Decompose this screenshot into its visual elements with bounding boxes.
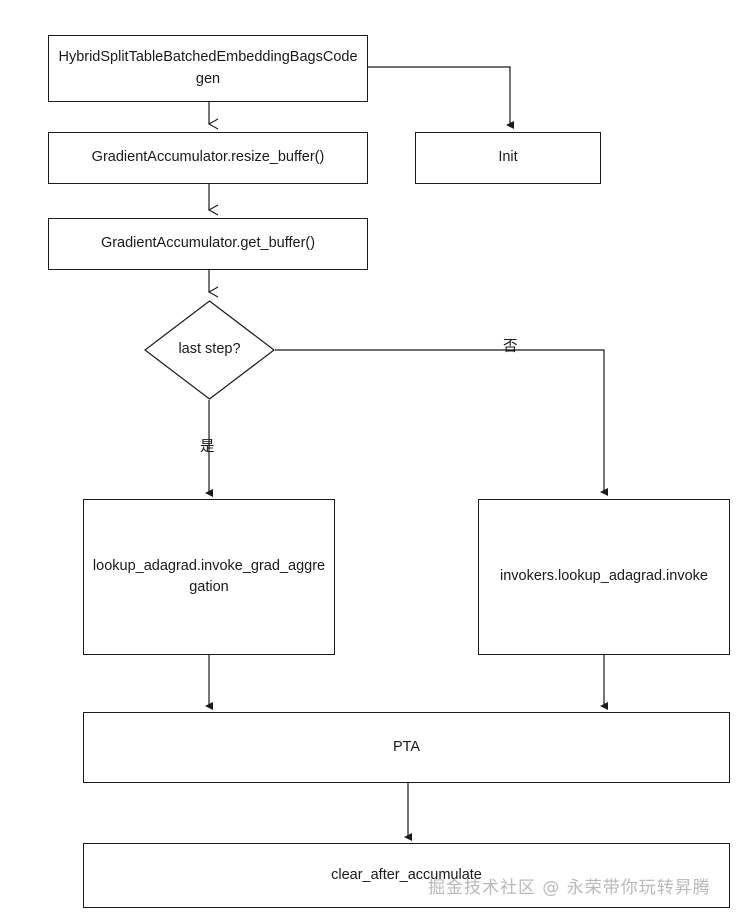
node-clear-after-accumulate-label: clear_after_accumulate xyxy=(331,866,482,883)
node-pta[interactable]: PTA xyxy=(83,712,730,783)
node-pta-label: PTA xyxy=(392,738,421,755)
node-decision-last-step[interactable]: last step? xyxy=(144,300,275,400)
node-codegen[interactable]: HybridSplitTableBatchedEmbeddingBagsCode… xyxy=(48,35,368,102)
node-codegen-label: HybridSplitTableBatchedEmbeddingBagsCode… xyxy=(58,49,358,87)
node-clear-after-accumulate[interactable]: clear_after_accumulate xyxy=(83,843,730,908)
edge-label-no: 否 xyxy=(503,339,518,355)
node-invokers-lookup-adagrad-invoke[interactable]: invokers.lookup_adagrad.invoke xyxy=(478,499,730,655)
diamond-shape xyxy=(144,300,275,400)
node-resize-buffer[interactable]: GradientAccumulator.resize_buffer() xyxy=(48,132,368,184)
node-invoke-grad-aggregation-label: lookup_adagrad.invoke_grad_aggregation xyxy=(92,557,326,595)
edge-decision-invoke xyxy=(275,349,608,496)
node-decision-label: last step? xyxy=(178,341,241,358)
watermark-text: 掘金技术社区 @ 永荣带你玩转昇腾 xyxy=(428,878,711,898)
node-resize-buffer-label: GradientAccumulator.resize_buffer() xyxy=(91,149,325,166)
node-init-label: Init xyxy=(498,149,518,166)
node-get-buffer-label: GradientAccumulator.get_buffer() xyxy=(100,235,316,252)
edge-label-yes: 是 xyxy=(200,439,215,455)
node-invokers-lookup-adagrad-invoke-label: invokers.lookup_adagrad.invoke xyxy=(500,568,708,585)
node-get-buffer[interactable]: GradientAccumulator.get_buffer() xyxy=(48,218,368,270)
node-invoke-grad-aggregation[interactable]: lookup_adagrad.invoke_grad_aggregation xyxy=(83,499,335,655)
node-init[interactable]: Init xyxy=(415,132,601,184)
edge-codegen-init xyxy=(368,66,514,129)
